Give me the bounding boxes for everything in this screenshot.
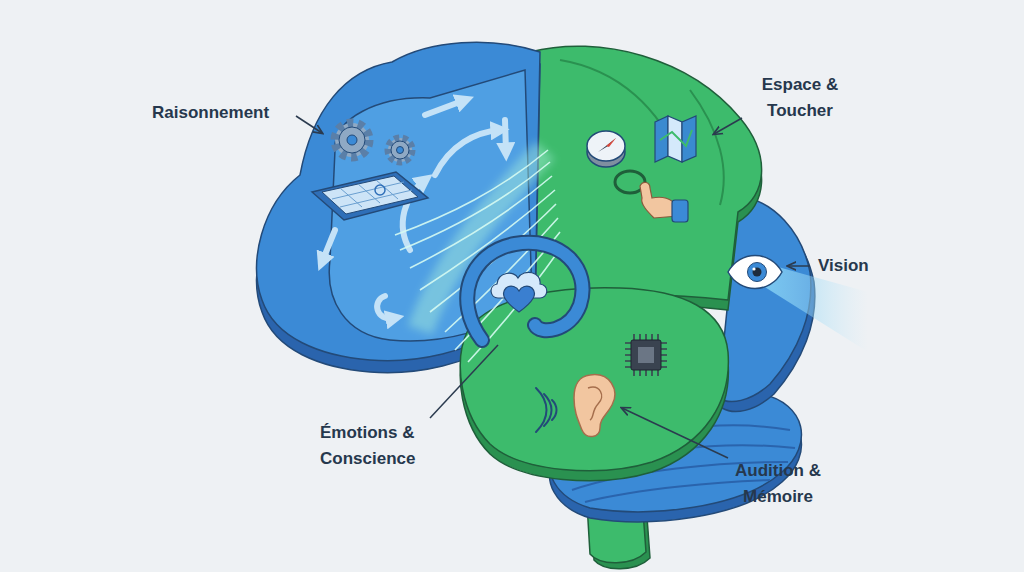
memory-chip-icon	[625, 334, 667, 376]
leader-line	[622, 408, 728, 458]
limbic-system	[467, 243, 582, 340]
gears-icon	[335, 123, 412, 162]
sound-waves-icon	[536, 388, 557, 432]
callout-label: Raisonnement	[150, 100, 271, 126]
callout-label: Émotions & Conscience	[318, 420, 436, 472]
leader-line	[430, 345, 498, 418]
blueprint-icon	[312, 172, 428, 220]
temporal-lobe	[460, 288, 728, 481]
leader-line	[714, 118, 742, 134]
touch-icon	[615, 171, 688, 222]
heart-icon	[504, 286, 535, 312]
callout-label: Vision	[816, 253, 871, 279]
parietal-lobe	[530, 46, 762, 320]
leader-lines	[296, 116, 810, 458]
leader-line	[788, 265, 810, 267]
leader-line	[296, 116, 322, 133]
map-icon	[655, 116, 696, 162]
callout-label: Audition & Mémoire	[726, 458, 830, 510]
compass-icon	[587, 131, 625, 167]
ear-icon	[574, 375, 615, 437]
callout-label: Espace & Toucher	[748, 72, 852, 124]
